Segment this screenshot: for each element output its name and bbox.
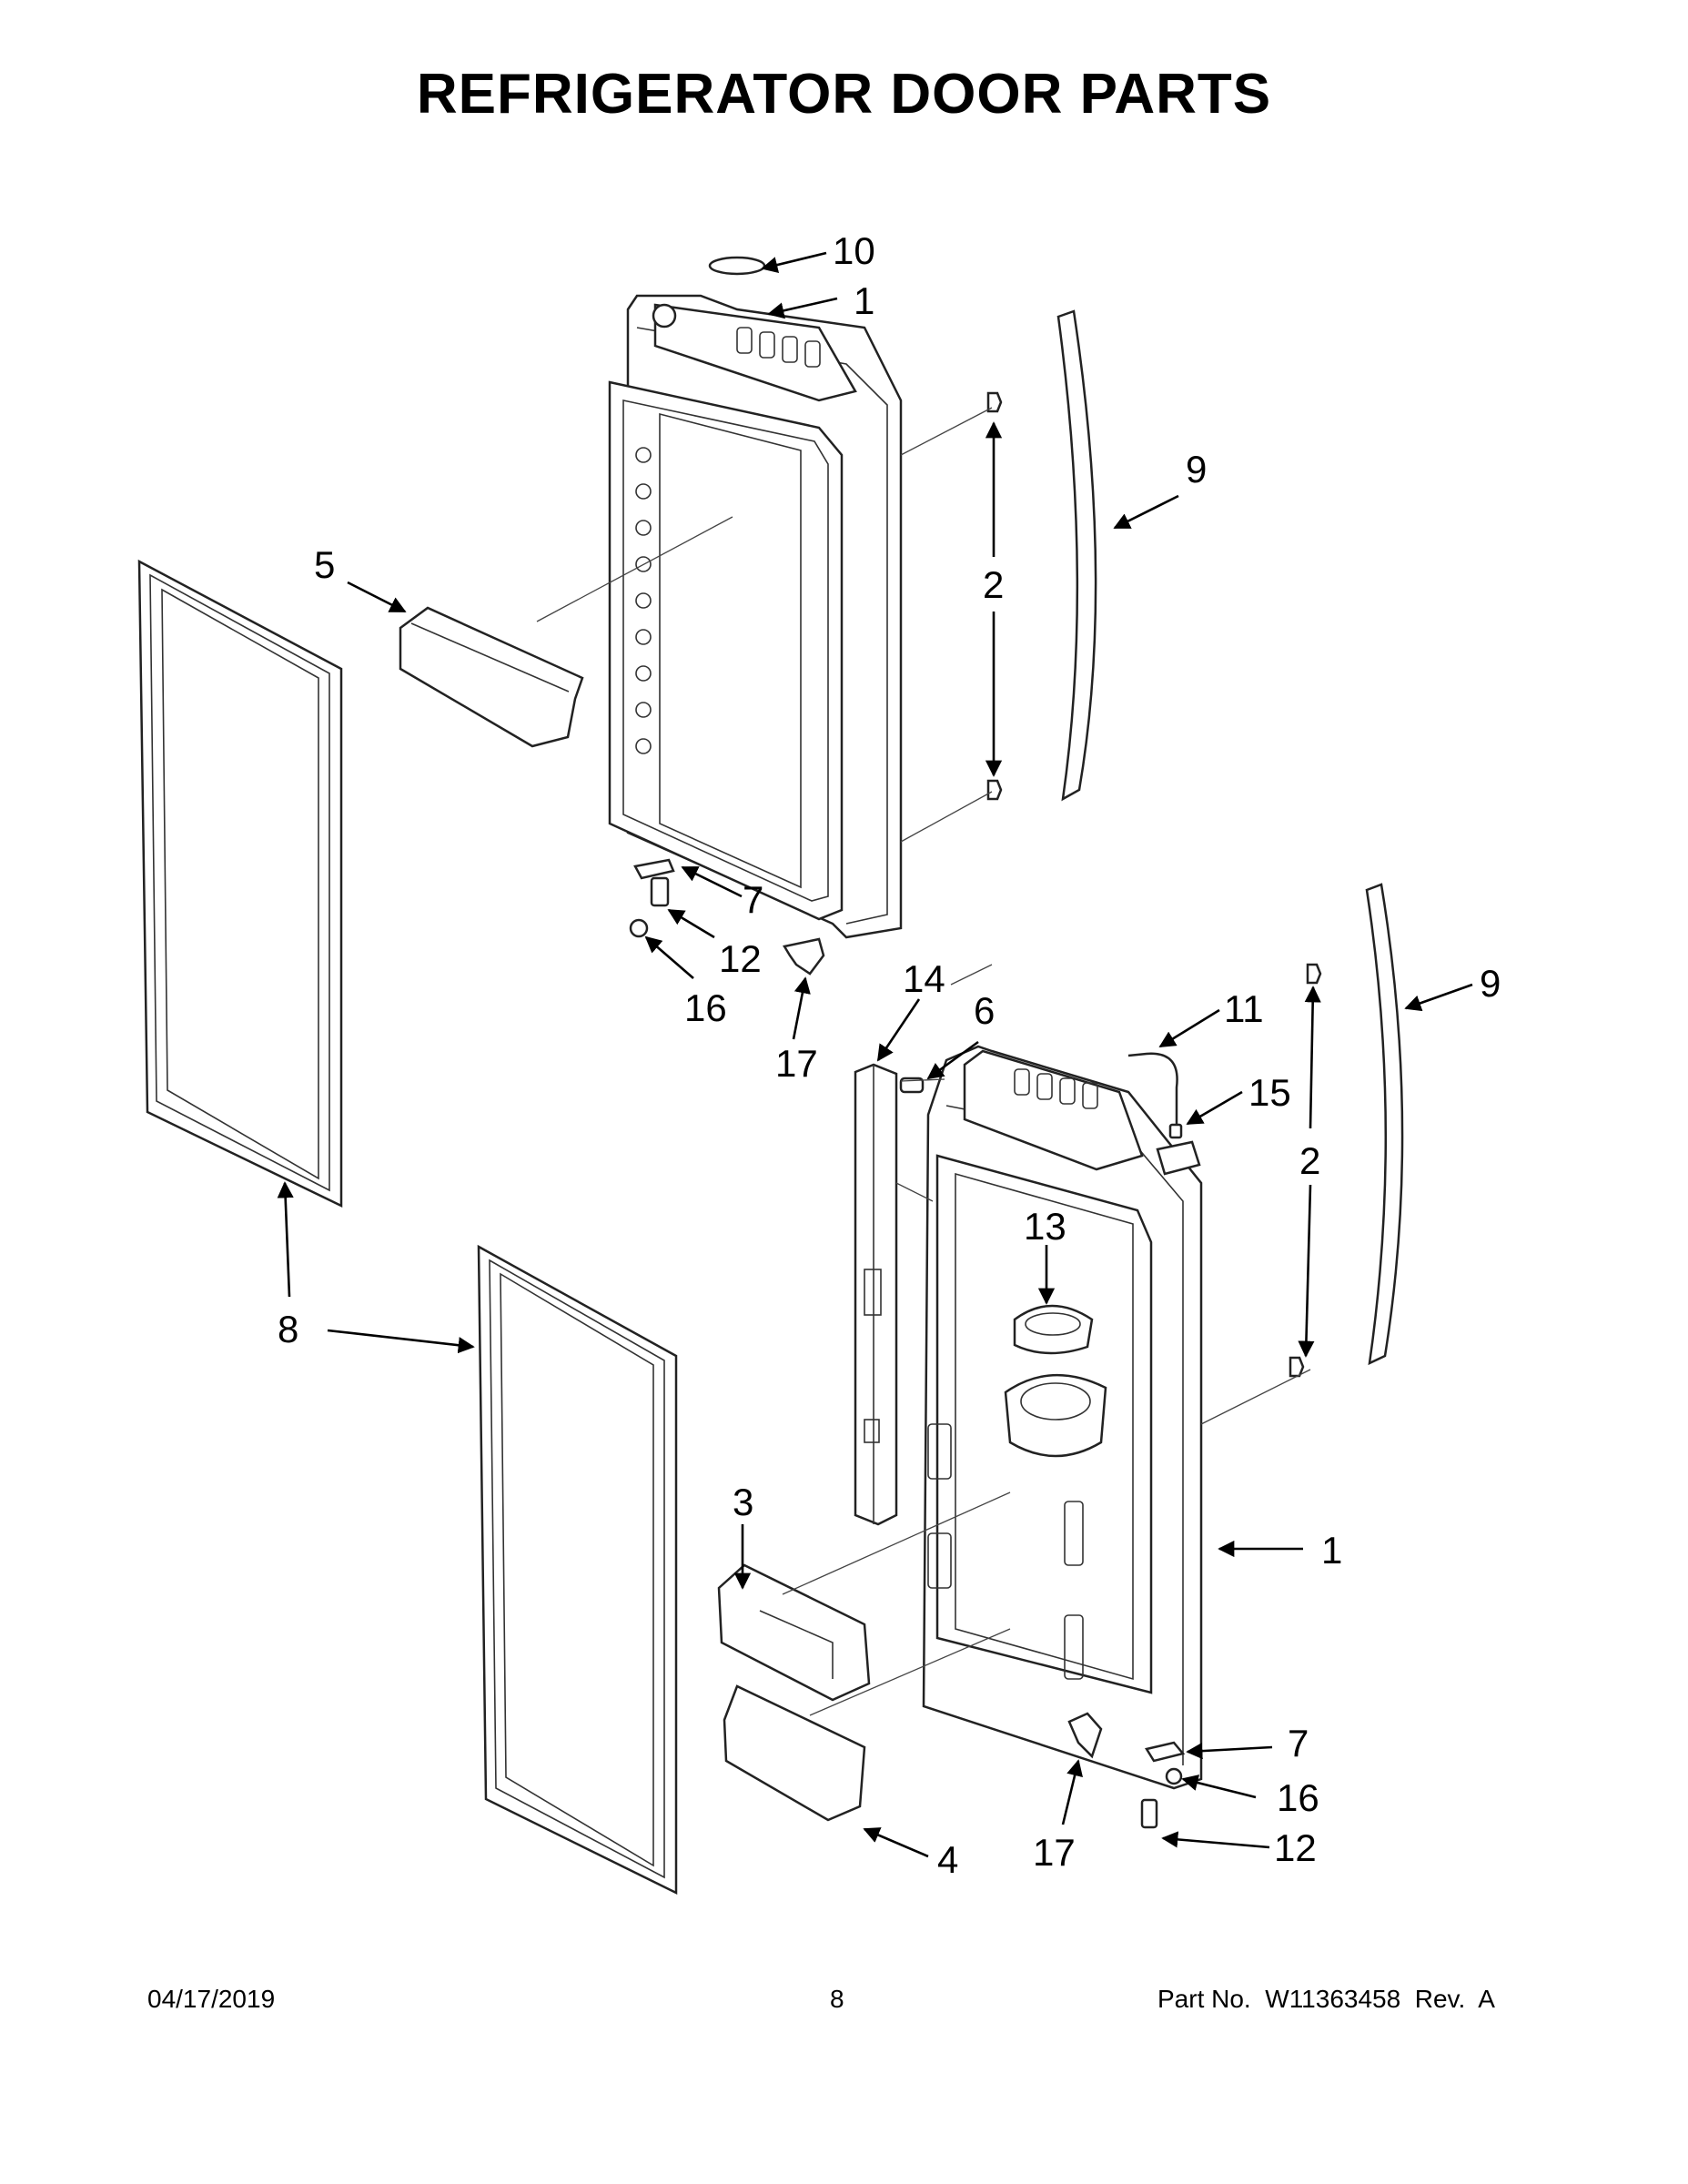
leader-lines xyxy=(536,407,1311,1716)
callout-2-upper: 2 xyxy=(983,563,1004,606)
callout-11: 11 xyxy=(1224,987,1264,1030)
callout-1-upper: 1 xyxy=(854,279,874,322)
callout-7-lower: 7 xyxy=(1288,1722,1309,1764)
callout-6: 6 xyxy=(974,989,995,1032)
callout-16-upper: 16 xyxy=(684,986,727,1029)
lower-door-assembly xyxy=(922,1045,1203,1790)
callout-14: 14 xyxy=(903,957,945,1000)
handle-upper xyxy=(986,309,1097,802)
door-bin-3 xyxy=(717,1563,871,1702)
callout-arrows xyxy=(277,251,1473,1858)
callout-9-lower: 9 xyxy=(1480,962,1501,1005)
door-gasket-lower xyxy=(477,1244,678,1896)
callout-5: 5 xyxy=(314,543,335,586)
callout-10: 10 xyxy=(833,229,875,272)
door-gasket-upper xyxy=(137,559,343,1208)
page-title: REFRIGERATOR DOOR PARTS xyxy=(416,63,1272,126)
callout-15: 15 xyxy=(1248,1071,1291,1114)
handle-lower xyxy=(1289,883,1404,1378)
mullion-14 xyxy=(854,1063,898,1526)
callout-17-upper: 17 xyxy=(775,1042,818,1085)
callout-12-lower: 12 xyxy=(1274,1826,1317,1869)
callout-13: 13 xyxy=(1024,1205,1066,1248)
part-6-shape xyxy=(899,1077,925,1094)
callout-12-upper: 12 xyxy=(719,937,762,980)
callout-7-upper: 7 xyxy=(743,878,763,921)
door-bin-4 xyxy=(723,1684,866,1822)
callout-8: 8 xyxy=(278,1308,298,1350)
tube-11-shape xyxy=(1127,1052,1178,1128)
callout-3: 3 xyxy=(733,1481,753,1523)
callout-16-lower: 16 xyxy=(1277,1776,1319,1819)
callout-2-lower: 2 xyxy=(1299,1139,1320,1182)
callout-9-upper: 9 xyxy=(1186,448,1207,490)
footer-date: 04/17/2019 xyxy=(147,1985,276,2013)
footer-part-number: Part No. W11363458 Rev. A xyxy=(1157,1985,1495,2013)
callout-17-lower: 17 xyxy=(1033,1831,1076,1874)
callout-4: 4 xyxy=(937,1838,958,1881)
door-bin-5 xyxy=(399,606,584,748)
gasket-10-shape xyxy=(708,256,766,276)
callout-1-lower: 1 xyxy=(1321,1529,1342,1572)
footer-page-number: 8 xyxy=(830,1985,844,2013)
lower-hinge-parts xyxy=(1067,1712,1186,1829)
upper-door-assembly xyxy=(608,256,903,976)
callout-labels: 10 1 9 5 2 7 12 16 17 14 6 11 9 15 2 13 … xyxy=(278,229,1501,1881)
